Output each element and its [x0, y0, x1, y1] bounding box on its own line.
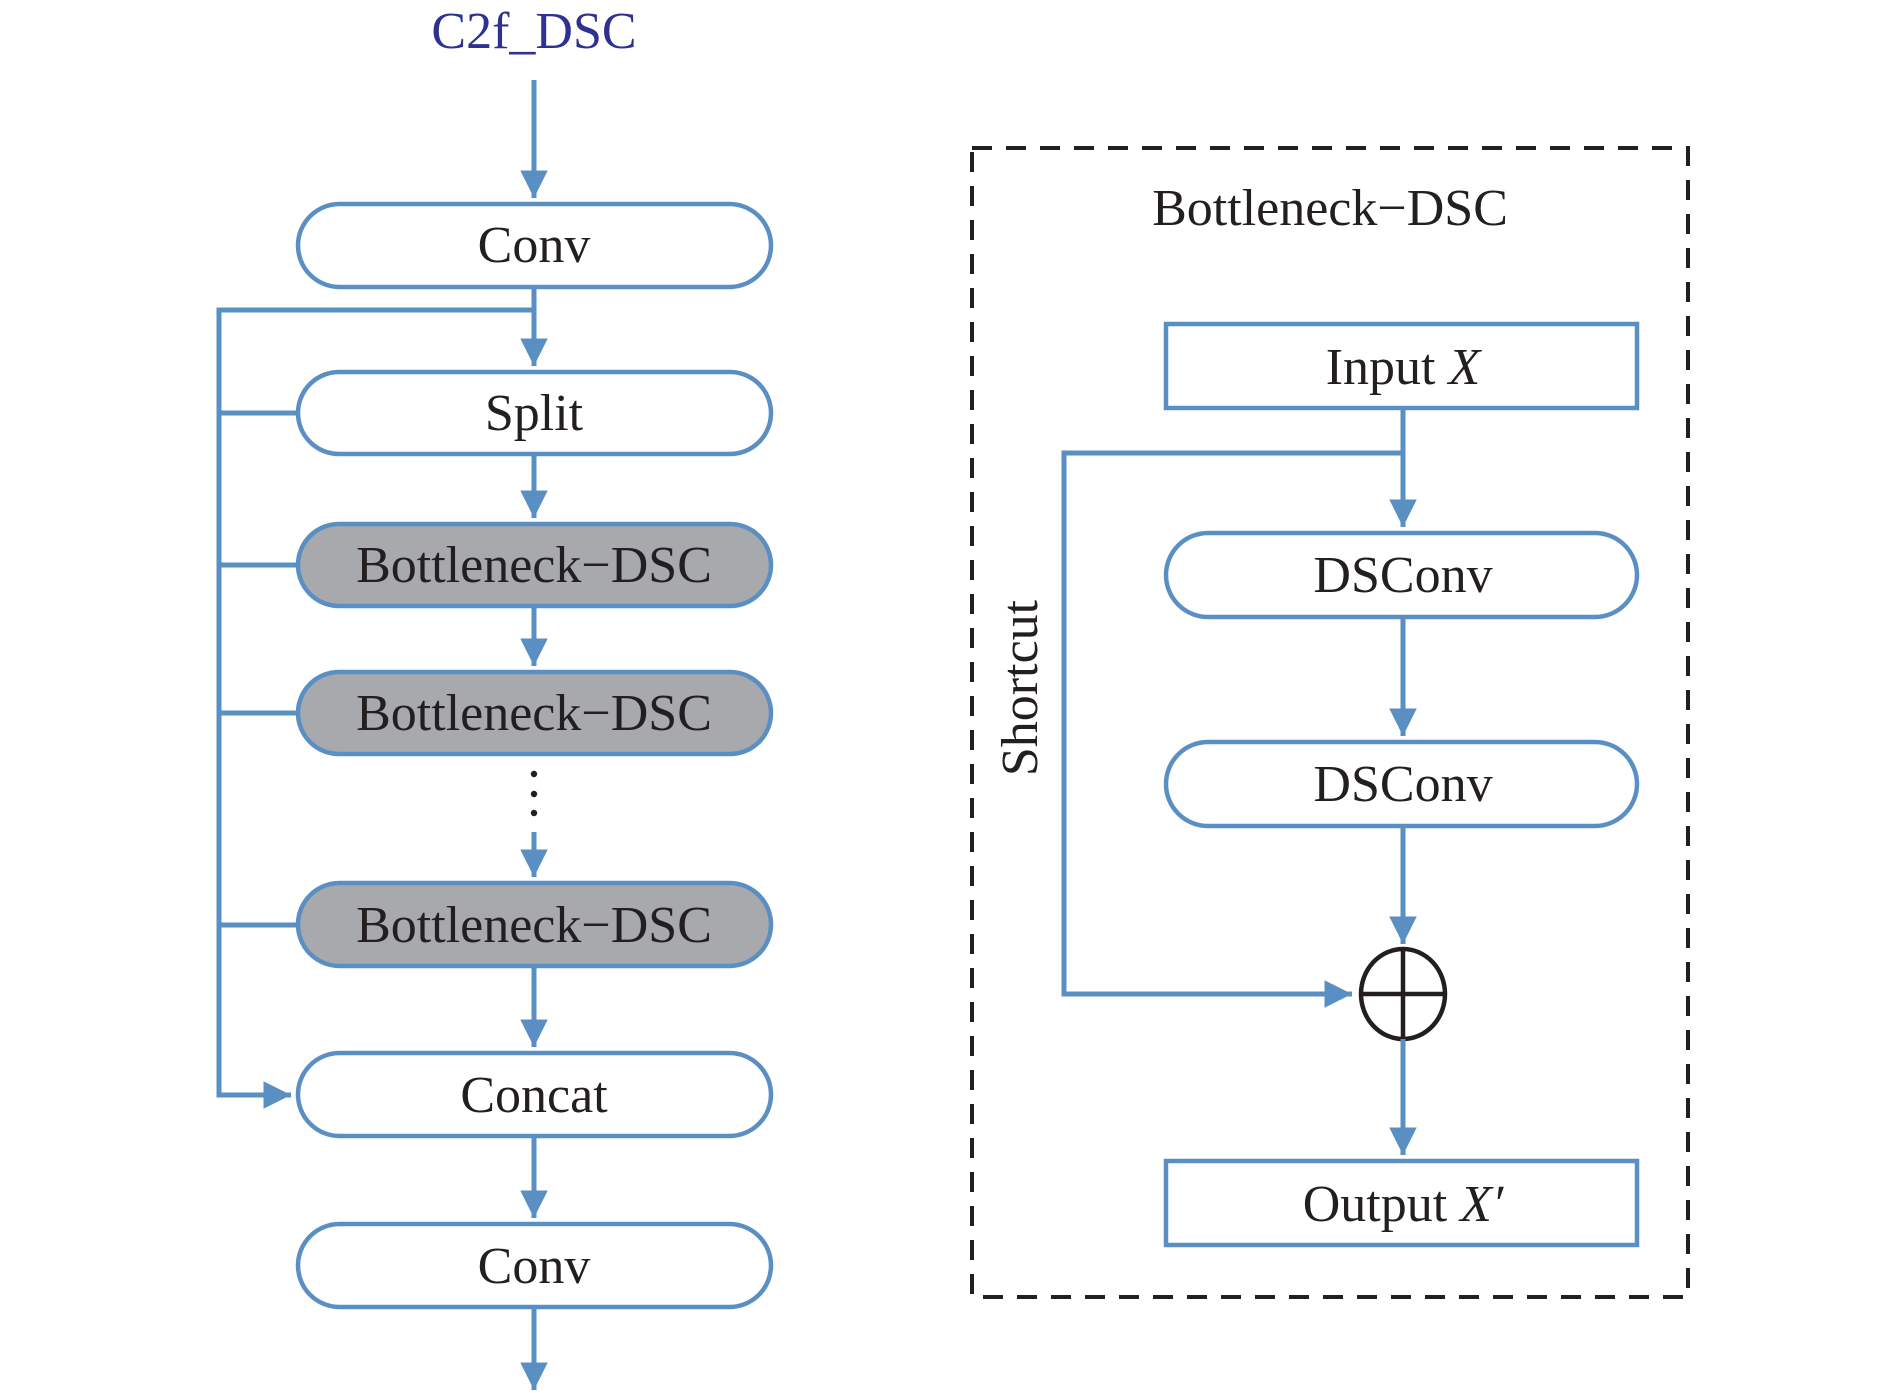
- bottleneck-dsc-title: Bottleneck−DSC: [1152, 180, 1508, 237]
- conv-in-label: Conv: [478, 217, 591, 274]
- conv-out-label: Conv: [478, 1238, 591, 1295]
- input-x-node: Input X: [1163, 321, 1640, 411]
- bottleneck-2-label: Bottleneck−DSC: [356, 685, 712, 742]
- conv-out-node: Conv: [295, 1221, 774, 1310]
- bottleneck-n-label: Bottleneck−DSC: [356, 897, 712, 954]
- ellipsis-dots: [530, 770, 538, 817]
- c2f-dsc-title: C2f_DSC: [431, 3, 636, 60]
- split-node: Split: [295, 369, 774, 457]
- element-wise-add-icon: [1358, 946, 1448, 1042]
- bottleneck-n-node: Bottleneck−DSC: [295, 880, 774, 969]
- concat-node: Concat: [295, 1050, 774, 1139]
- conv-in-node: Conv: [295, 201, 774, 290]
- bottleneck-1-node: Bottleneck−DSC: [295, 521, 774, 609]
- input-x-label: Input X: [1326, 339, 1483, 396]
- shortcut-label: Shortcut: [992, 599, 1049, 776]
- bottleneck-1-label: Bottleneck−DSC: [356, 537, 712, 594]
- bypass-bus: [216, 307, 534, 1109]
- bottleneck-2-node: Bottleneck−DSC: [295, 669, 774, 757]
- dsconv-2-label: DSConv: [1313, 756, 1492, 813]
- dsconv-1-node: DSConv: [1163, 530, 1640, 620]
- output-x-prime-node: Output X′: [1163, 1158, 1640, 1248]
- concat-label: Concat: [460, 1067, 608, 1124]
- dsconv-1-label: DSConv: [1313, 547, 1492, 604]
- dsconv-2-node: DSConv: [1163, 739, 1640, 829]
- bottleneck-dsc-detail-frame: [970, 146, 1690, 1299]
- split-label: Split: [485, 385, 584, 442]
- shortcut-path: [1061, 450, 1403, 1008]
- output-x-prime-label: Output X′: [1303, 1176, 1505, 1233]
